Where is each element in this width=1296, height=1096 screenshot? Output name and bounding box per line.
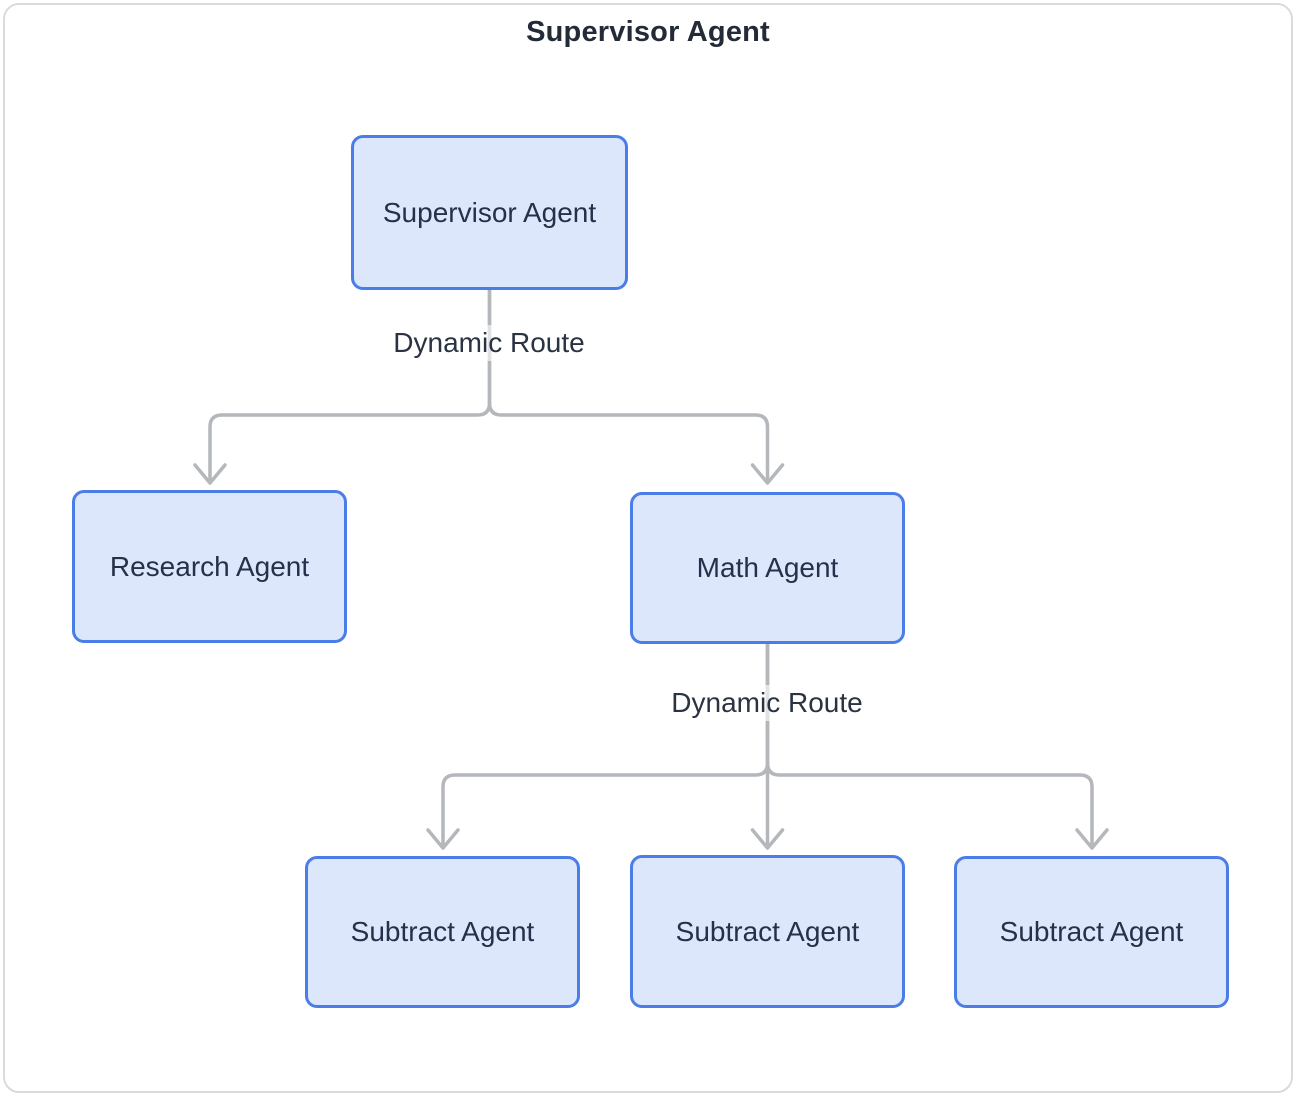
node-label: Subtract Agent — [675, 915, 860, 947]
node-label: Research Agent — [109, 550, 310, 582]
node-supervisor-agent: Supervisor Agent — [351, 135, 628, 290]
node-subtract-agent-1: Subtract Agent — [305, 856, 580, 1008]
node-label: Supervisor Agent — [382, 196, 597, 228]
node-subtract-agent-2: Subtract Agent — [630, 855, 905, 1008]
node-label: Subtract Agent — [999, 916, 1184, 947]
node-label: Math Agent — [696, 552, 839, 583]
edge-label-supervisor-route: Dynamic Route — [387, 325, 591, 361]
node-research-agent: Research Agent — [72, 490, 347, 643]
edge-label-math-route: Dynamic Route — [665, 685, 869, 721]
node-label: Subtract Agent — [350, 916, 535, 947]
node-math-agent: Math Agent — [630, 492, 905, 644]
diagram-title: Supervisor Agent — [526, 16, 770, 48]
node-subtract-agent-3: Subtract Agent — [954, 856, 1229, 1008]
